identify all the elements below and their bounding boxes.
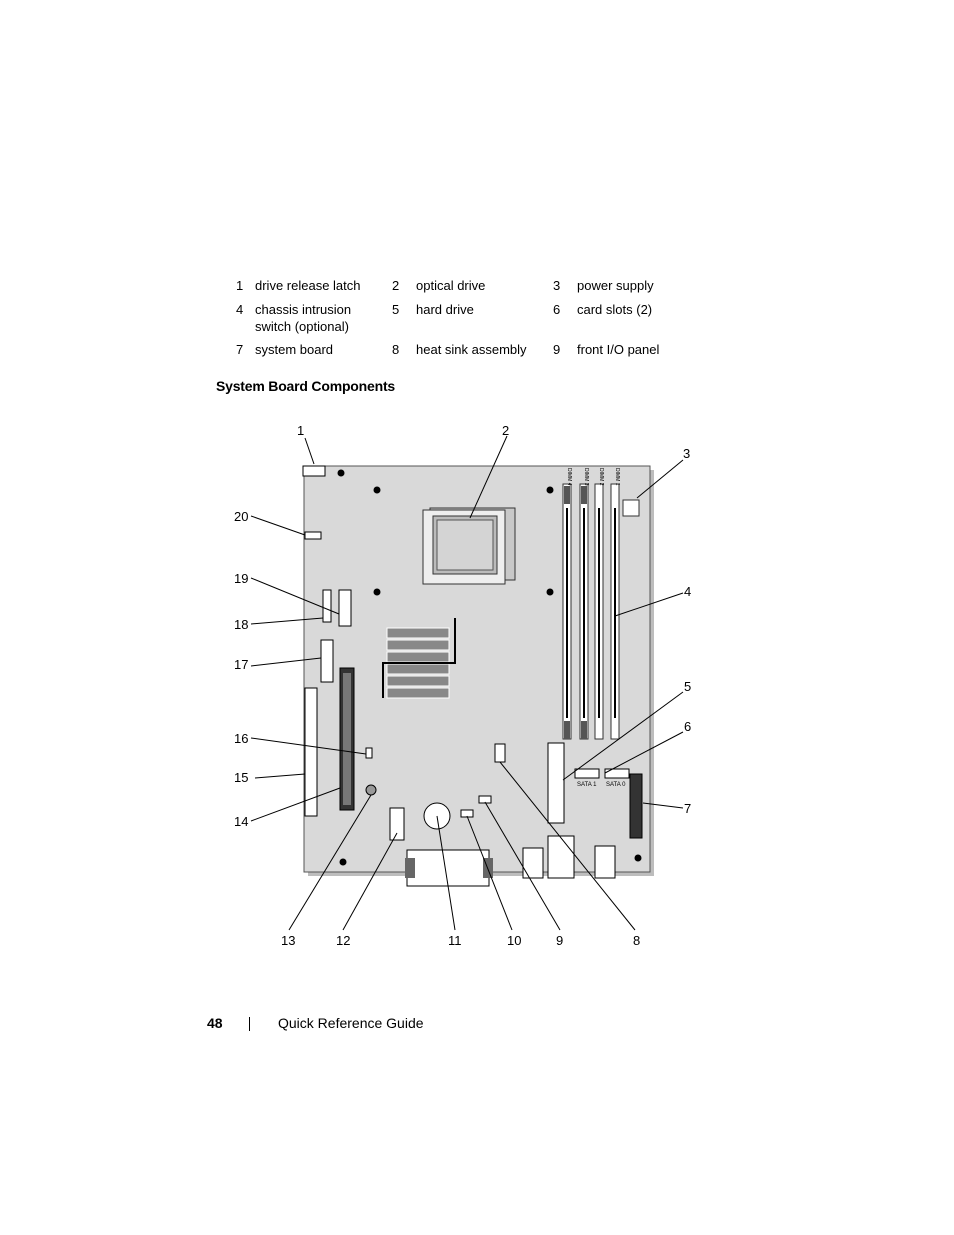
header-10 (460, 809, 474, 818)
processor-socket (422, 507, 516, 585)
legend-num-2: 2 (392, 278, 400, 293)
front-panel-connector (320, 639, 334, 683)
callout-7: 7 (684, 801, 691, 816)
fan-connector-9 (494, 743, 506, 763)
callout-13: 13 (281, 933, 295, 948)
chipset-heatsink (386, 627, 450, 699)
sata-0-connector (604, 768, 630, 779)
callout-18: 18 (234, 617, 248, 632)
dimm-label-1: DIMM 1 (614, 468, 620, 486)
legend-label-3: power supply (577, 278, 654, 293)
guide-title: Quick Reference Guide (278, 1015, 424, 1031)
aux-power-connector (622, 499, 640, 517)
callout-numbers: 1 2 3 4 5 6 7 8 9 10 11 12 13 14 15 16 1… (234, 423, 691, 948)
legend-label-8: heat sink assembly (416, 342, 527, 357)
callout-2: 2 (502, 423, 509, 438)
callout-19: 19 (234, 571, 248, 586)
mount-holes (337, 469, 642, 866)
pci-slot (304, 687, 318, 817)
callout-6: 6 (684, 719, 691, 734)
dimm-label-4: DIMM 4 (566, 468, 572, 486)
callout-10: 10 (507, 933, 521, 948)
heatsink-clip (382, 618, 456, 698)
legend-num-3: 3 (553, 278, 561, 293)
footer-separator (249, 1017, 250, 1031)
audio-back (594, 845, 616, 879)
legend-num-7: 7 (236, 342, 244, 357)
leader-lines (250, 435, 684, 931)
legend-num-1: 1 (236, 278, 244, 293)
dimm-label-3: DIMM 3 (583, 468, 589, 486)
legend-label-6: card slots (2) (577, 302, 653, 317)
header-9b (478, 795, 492, 804)
callout-17: 17 (234, 657, 248, 672)
legend-label-1: drive release latch (255, 278, 361, 293)
legend-label-4: chassis intrusion switch (optional) (255, 302, 352, 334)
connector-16 (365, 747, 373, 759)
callout-20: 20 (234, 509, 248, 524)
callout-14: 14 (234, 814, 248, 829)
callout-11: 11 (448, 933, 462, 948)
legend-num-4: 4 (236, 302, 244, 317)
legend-label-5: hard drive (416, 302, 474, 317)
intrusion-connector-20 (304, 531, 322, 540)
sata-labels: SATA 1 SATA 0 (577, 782, 626, 788)
section-title: System Board Components (216, 378, 395, 394)
callout-4: 4 (684, 584, 691, 599)
led-13 (365, 784, 377, 796)
serial-connector (406, 849, 490, 887)
sata-label-0: SATA 0 (606, 782, 626, 788)
legend-label-9: front I/O panel (577, 342, 660, 357)
callout-1: 1 (297, 423, 304, 438)
ide-connector (629, 773, 643, 839)
callout-8: 8 (633, 933, 640, 948)
usb-header-12 (389, 807, 405, 841)
usb-connector-18 (322, 589, 332, 623)
callout-3: 3 (683, 446, 690, 461)
legend-label-2: optical drive (416, 278, 486, 293)
usb-back-1 (522, 847, 544, 879)
callout-9: 9 (556, 933, 563, 948)
callout-15: 15 (234, 770, 248, 785)
dimm-slots (562, 483, 620, 740)
sata-1-connector (574, 768, 600, 779)
legend-label-7: system board (255, 342, 334, 357)
page-number: 48 (207, 1015, 223, 1031)
usb-connector-19 (338, 589, 352, 627)
system-board-diagram: DIMM 4 DIMM 3 DIMM 2 DIMM 1 SATA 1 SATA … (234, 423, 691, 948)
main-power-connector (547, 742, 565, 824)
legend-num-6: 6 (553, 302, 561, 317)
sata-label-1: SATA 1 (577, 782, 597, 788)
legend-num-9: 9 (553, 342, 561, 357)
callout-5: 5 (684, 679, 691, 694)
fan-connector-1 (302, 465, 326, 477)
network-back (547, 835, 575, 879)
legend-num-5: 5 (392, 302, 400, 317)
callout-12: 12 (336, 933, 350, 948)
legend-num-8: 8 (392, 342, 400, 357)
callout-16: 16 (234, 731, 248, 746)
dimm-labels: DIMM 4 DIMM 3 DIMM 2 DIMM 1 (566, 468, 620, 486)
dimm-label-2: DIMM 2 (598, 468, 604, 486)
